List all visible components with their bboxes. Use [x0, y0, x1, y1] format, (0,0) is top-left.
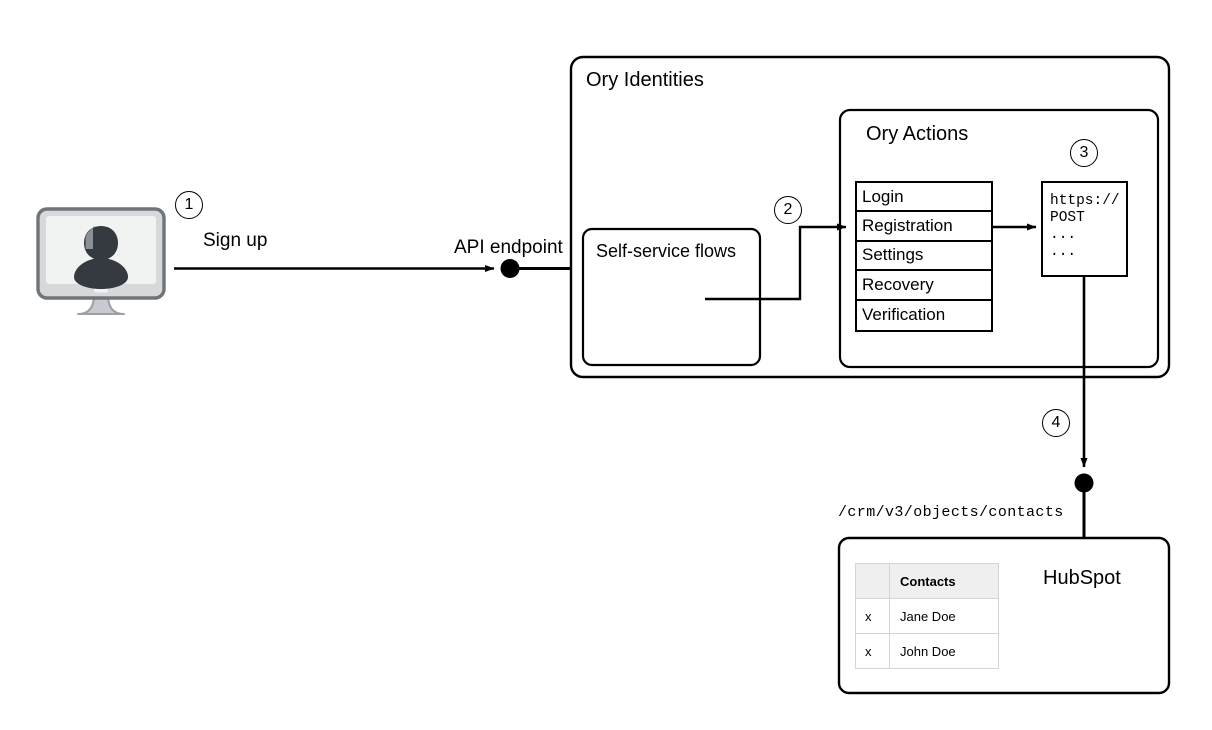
- row-mark: x: [855, 633, 890, 669]
- flow-item-recovery[interactable]: Recovery: [857, 271, 991, 301]
- flow-item-settings[interactable]: Settings: [857, 242, 991, 272]
- crm-api-path-label: /crm/v3/objects/contacts: [838, 504, 1064, 521]
- row-mark: x: [855, 598, 890, 634]
- signup-label: Sign up: [203, 230, 268, 251]
- flow-item-label: Login: [862, 186, 904, 206]
- webhook-code-line: ...: [1050, 244, 1077, 260]
- hubspot-title: HubSpot: [1043, 567, 1121, 589]
- ory-actions-title: Ory Actions: [866, 123, 969, 145]
- self-service-flows-box: [581, 227, 762, 367]
- flow-item-verification[interactable]: Verification: [857, 301, 991, 330]
- webhook-code-line: ...: [1050, 227, 1077, 243]
- step-badge-1: 1: [175, 191, 203, 219]
- ory-identities-title: Ory Identities: [586, 69, 704, 91]
- table-header-row: Contacts: [855, 563, 999, 599]
- step-badge-2: 2: [774, 196, 802, 224]
- row-contact-name: Jane Doe: [889, 598, 999, 634]
- self-service-to-registration-arrow: [705, 223, 847, 301]
- column-header-mark: [855, 563, 890, 599]
- step-badge-3: 3: [1070, 139, 1098, 167]
- flow-item-label: Verification: [862, 305, 946, 325]
- hubspot-endpoint-dot: [1074, 473, 1094, 493]
- webhook-code-line: POST: [1050, 210, 1085, 226]
- webhook-code-line: https://: [1050, 193, 1120, 209]
- flow-item-registration[interactable]: Registration: [857, 212, 991, 242]
- api-endpoint-dot: [500, 259, 520, 278]
- desktop-monitor-user-icon: [36, 207, 166, 315]
- webhook-code-box: https:// POST ... ...: [1041, 181, 1128, 277]
- flow-item-label: Settings: [862, 245, 924, 265]
- self-service-flows-title: Self-service flows: [596, 241, 737, 261]
- column-header-contacts: Contacts: [889, 563, 999, 599]
- hubspot-contacts-table: Contacts x Jane Doe x John Doe: [855, 563, 999, 669]
- table-row[interactable]: x John Doe: [855, 633, 999, 669]
- table-row[interactable]: x Jane Doe: [855, 598, 999, 634]
- step-badge-4: 4: [1042, 409, 1070, 437]
- api-endpoint-label: API endpoint: [454, 237, 563, 258]
- flow-item-login[interactable]: Login: [857, 183, 991, 213]
- row-contact-name: John Doe: [889, 633, 999, 669]
- flow-item-label: Registration: [862, 216, 953, 236]
- flow-item-label: Recovery: [862, 274, 934, 294]
- self-service-flow-list: Login Registration Settings Recovery Ver…: [855, 181, 993, 332]
